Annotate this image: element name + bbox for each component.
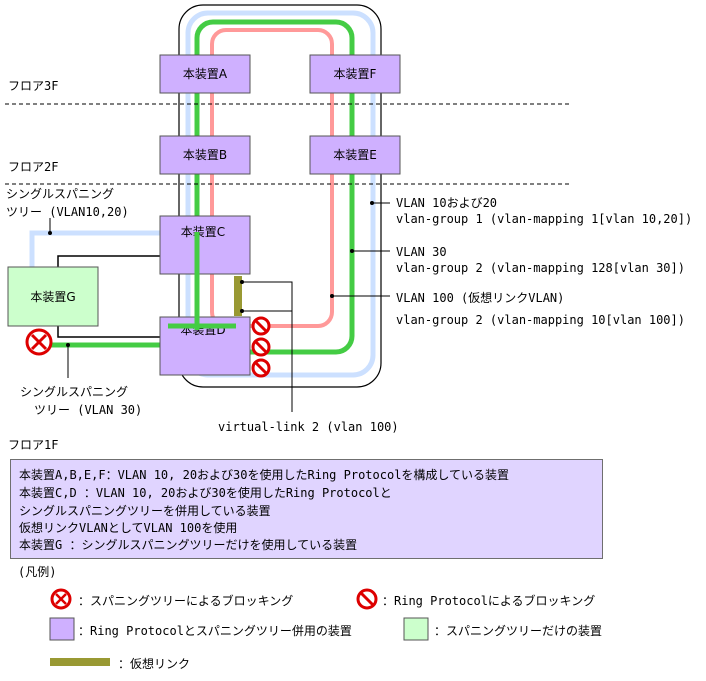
description-row-2: 本装置C,D ：VLAN 10, 20および30を使用したRing Protoc… bbox=[19, 486, 392, 500]
ring-block-marker-1 bbox=[251, 316, 271, 336]
device-e-label: 本装置E bbox=[333, 148, 377, 162]
vlan30-ring bbox=[194, 19, 355, 355]
floor-label-3f: フロア3F bbox=[8, 79, 58, 93]
vlan100-label-2: vlan-group 2 (vlan-mapping 10[vlan 100]) bbox=[396, 313, 685, 327]
description-row-1: 本装置A,B,E,F：VLAN 10, 20および30を使用したRing Pro… bbox=[19, 468, 510, 482]
legend-virtual-link-label: ：仮想リンク bbox=[118, 657, 191, 671]
vlan100-ring bbox=[210, 28, 334, 328]
virtual-link-bar bbox=[234, 276, 242, 316]
vlan1020-ring bbox=[185, 10, 376, 378]
device-description-box: 本装置A,B,E,F：VLAN 10, 20および30を使用したRing Pro… bbox=[10, 459, 603, 559]
legend-stp-device-swatch bbox=[403, 617, 429, 641]
ring-block-marker-3 bbox=[251, 358, 271, 378]
link-g-c bbox=[57, 255, 160, 270]
device-f-label: 本装置F bbox=[334, 67, 377, 81]
link-g-d bbox=[57, 326, 160, 338]
ring-enclosure bbox=[178, 4, 382, 388]
vlan100-label-1: VLAN 100 (仮想リンクVLAN) bbox=[396, 290, 564, 305]
stp-vlan1020-label-1: シングルスパニング bbox=[6, 187, 114, 201]
virtual-link-label: virtual-link 2 (vlan 100) bbox=[218, 420, 399, 434]
legend-stp-device-label: ：スパニングツリーだけの装置 bbox=[434, 624, 603, 638]
legend-virtual-link-swatch bbox=[50, 658, 110, 666]
legend-stp-block-label: ：スパニングツリーによるブロッキング bbox=[78, 594, 294, 608]
vlan30-label-1: VLAN 30 bbox=[396, 245, 447, 259]
description-row-3: シングルスパニングツリーを併用している装置 bbox=[19, 504, 271, 518]
device-b-label: 本装置B bbox=[183, 148, 227, 162]
legend-ring-block-label: ：Ring Protocolによるブロッキング bbox=[382, 594, 596, 608]
vlan1020-label-1: VLAN 10および20 bbox=[396, 196, 497, 210]
stp-block-marker bbox=[25, 328, 53, 356]
legend-stp-block-icon bbox=[50, 588, 72, 610]
legend-ring-stp-device-label: ：Ring Protocolとスパニングツリー併用の装置 bbox=[78, 624, 352, 638]
ring-block-marker-2 bbox=[251, 337, 271, 357]
description-row-4: 仮想リンクVLANとしてVLAN 100を使用 bbox=[19, 521, 238, 535]
virtual-link-leader bbox=[242, 281, 293, 412]
legend-title: (凡例) bbox=[18, 565, 57, 579]
device-f: 本装置F bbox=[309, 54, 401, 94]
device-c-label: 本装置C bbox=[181, 225, 225, 239]
vlan30-label-2: vlan-group 2 (vlan-mapping 128[vlan 30]) bbox=[396, 261, 685, 275]
floor-label-1f: フロア1F bbox=[8, 438, 58, 452]
stp-vlan1020-label-2: ツリー (VLAN10,20) bbox=[6, 205, 129, 219]
device-e: 本装置E bbox=[309, 135, 401, 175]
vlan1020-stp-link bbox=[29, 230, 203, 268]
device-c: 本装置C bbox=[159, 215, 251, 275]
vlan1020-label-2: vlan-group 1 (vlan-mapping 1[vlan 10,20]… bbox=[396, 212, 692, 226]
device-g-label: 本装置G bbox=[30, 290, 75, 304]
stp-vlan30-label-2: ツリー (VLAN 30) bbox=[34, 403, 142, 417]
stp-vlan30-label-1: シングルスパニング bbox=[20, 385, 128, 399]
device-b: 本装置B bbox=[159, 135, 251, 175]
device-a-label: 本装置A bbox=[183, 67, 228, 81]
floor-label-2f: フロア2F bbox=[8, 160, 58, 174]
device-g: 本装置G bbox=[7, 266, 99, 327]
legend-ring-block-icon bbox=[356, 588, 378, 610]
legend-ring-stp-device-swatch bbox=[49, 617, 75, 641]
device-a: 本装置A bbox=[159, 54, 251, 94]
description-row-5: 本装置G ：シングルスパニングツリーだけを使用している装置 bbox=[19, 538, 358, 552]
